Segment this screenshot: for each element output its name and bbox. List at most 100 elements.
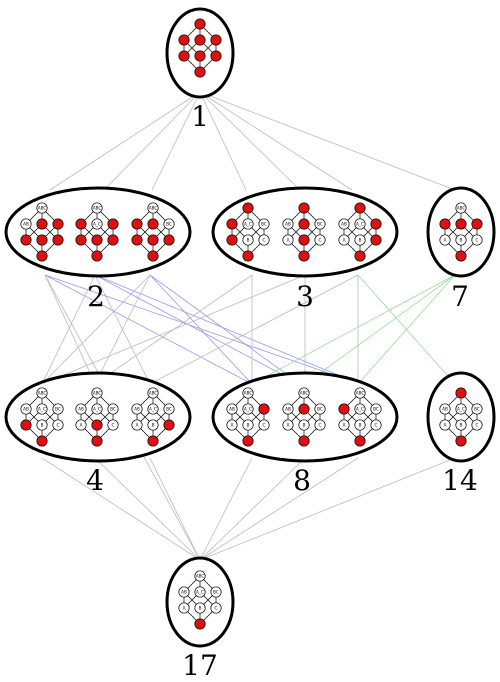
- lattice-node-label: AB: [285, 222, 291, 227]
- group-ellipse: [426, 186, 496, 278]
- lattice-node-b: [242, 234, 254, 246]
- lattice-node-label: AB: [23, 222, 29, 227]
- lattice-node-label: AB: [181, 590, 187, 595]
- lattice-node-abc: [194, 18, 206, 30]
- lattice-node-bc: [210, 34, 222, 46]
- lattice-node-label: B: [199, 606, 202, 611]
- lattice-node-label: ABC: [457, 206, 466, 211]
- lattice-node-bc: [52, 403, 64, 415]
- lattice-node-empty: [455, 435, 467, 447]
- lattice-node-label: A: [183, 606, 186, 611]
- lattice-node-abc: [455, 202, 467, 214]
- lattice-node-empty: [147, 250, 159, 262]
- group-label: 2: [87, 280, 105, 313]
- connector-edge-33: [199, 457, 306, 561]
- lattice-node-label: A: [343, 423, 346, 428]
- lattice-node-c: [258, 234, 270, 246]
- lattice-node-a: [338, 234, 350, 246]
- lattice-node-ac: [455, 403, 467, 415]
- lattice-node-a: [75, 419, 87, 431]
- lattice-node-b: [194, 50, 206, 62]
- connector-edge-13: [44, 274, 253, 385]
- lattice-node-label: A_C: [93, 407, 101, 412]
- connector-edge-0: [49, 91, 201, 191]
- lattice-node-label: A: [231, 423, 234, 428]
- lattice-node-ab: [338, 403, 350, 415]
- lattice-node-b: [36, 234, 48, 246]
- lattice-node-label: A: [80, 423, 83, 428]
- lattice-node-label: AB: [78, 407, 84, 412]
- lattice-node-empty: [455, 250, 467, 262]
- lattice-node-a: [282, 419, 294, 431]
- lattice-node-b: [91, 234, 103, 246]
- connector-edge-9: [41, 274, 96, 385]
- lattice-node-abc: [36, 202, 48, 214]
- connector-edge-4: [199, 91, 301, 191]
- lattice-node-ac: [242, 218, 254, 230]
- lattice-node-label: B: [247, 238, 250, 243]
- connector-edge-32: [199, 457, 253, 561]
- lattice-node-abc: [455, 387, 467, 399]
- group-label: 3: [296, 280, 314, 313]
- lattice-node-b: [194, 602, 206, 614]
- group-1: 1: [165, 7, 235, 133]
- lattice-node-a: [20, 419, 32, 431]
- connector-edge-31: [149, 457, 201, 561]
- lattice-node-label: A_C: [457, 407, 465, 412]
- lattice-node-label: B: [247, 423, 250, 428]
- connector-edge-14: [44, 274, 361, 385]
- lattice-node-ab: [338, 218, 350, 230]
- connector-edge-27: [304, 274, 456, 385]
- lattice-node-label: C: [476, 423, 479, 428]
- lattice-node-b: [354, 234, 366, 246]
- lattice-node-empty: [36, 435, 48, 447]
- lattice-node-a: [338, 419, 350, 431]
- lattice-node-ac: [91, 403, 103, 415]
- connector-edge-22: [41, 274, 306, 385]
- lattice-node-label: B: [41, 423, 44, 428]
- lattice-node-ac: [455, 218, 467, 230]
- lattice-node-bc: [258, 218, 270, 230]
- lattice-node-label: C: [375, 423, 378, 428]
- lattice-node-label: ABC: [38, 391, 47, 396]
- group-ellipse: [211, 186, 399, 278]
- group-ellipse: [4, 186, 192, 278]
- lattice-node-b: [354, 419, 366, 431]
- lattice-node-label: B: [359, 238, 362, 243]
- connector-edge-15: [94, 274, 301, 385]
- lattice-node-ab: [282, 218, 294, 230]
- lattice-node-abc: [147, 202, 159, 214]
- lattice-node-a: [131, 419, 143, 431]
- lattice-node-ab: [20, 403, 32, 415]
- lattice-node-label: B: [460, 238, 463, 243]
- lattice-node-label: ABC: [356, 391, 365, 396]
- lattice-node-c: [52, 234, 64, 246]
- lattice-node-abc: [91, 202, 103, 214]
- group-ellipse: [165, 556, 235, 648]
- lattice-node-b: [36, 419, 48, 431]
- lattice-node-a: [178, 50, 190, 62]
- connector-edge-3: [199, 91, 247, 191]
- lattice-node-ac: [147, 403, 159, 415]
- lattice-node-b: [298, 419, 310, 431]
- lattice-node-label: C: [319, 238, 322, 243]
- lattice-node-bc: [107, 403, 119, 415]
- lattice-node-c: [258, 419, 270, 431]
- lattice-node-ac: [36, 218, 48, 230]
- lattice-node-label: ABC: [93, 391, 102, 396]
- group-ellipse: [426, 371, 496, 463]
- lattice-node-label: BC: [166, 222, 172, 227]
- lattice-node-label: BC: [166, 407, 172, 412]
- lattice-node-label: A_C: [196, 590, 204, 595]
- lattice-node-label: A_C: [356, 407, 364, 412]
- lattice-node-label: A: [343, 238, 346, 243]
- lattice-node-label: B: [303, 423, 306, 428]
